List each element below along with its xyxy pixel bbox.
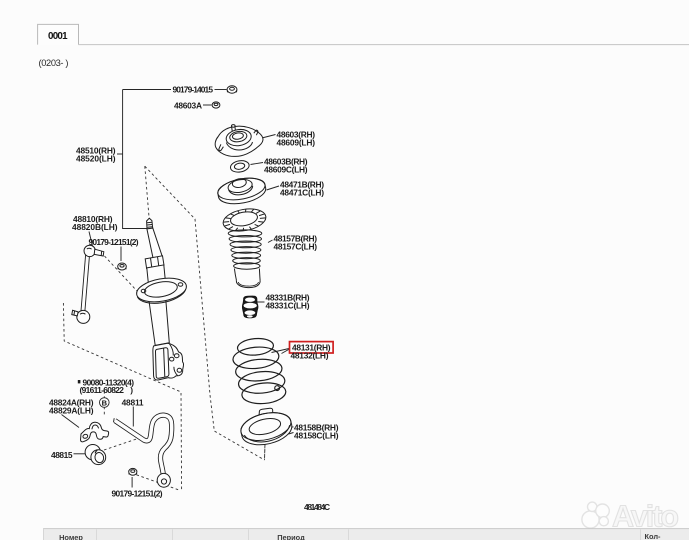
svg-text:48157B(RH): 48157B(RH) [274, 234, 318, 244]
svg-text:0001: 0001 [48, 31, 68, 42]
svg-text:90179-14015: 90179-14015 [173, 85, 214, 95]
svg-text:48157C(LH): 48157C(LH) [274, 242, 318, 252]
svg-text:48158C(LH): 48158C(LH) [294, 430, 339, 440]
svg-text:Номер: Номер [59, 533, 83, 540]
svg-text:48824A(RH): 48824A(RH) [49, 397, 94, 407]
svg-text:48132(LH): 48132(LH) [291, 351, 329, 361]
svg-text:48810(RH): 48810(RH) [73, 214, 113, 224]
svg-text:Кол-: Кол- [645, 532, 662, 540]
svg-text:48603A: 48603A [174, 100, 202, 110]
svg-text:481484C: 481484C [304, 502, 330, 512]
svg-text:90080-11320(4): 90080-11320(4) [83, 377, 135, 387]
svg-text:48609C(LH): 48609C(LH) [264, 164, 308, 174]
svg-text:48829A(LH): 48829A(LH) [49, 405, 94, 415]
svg-text:48471B(RH): 48471B(RH) [280, 180, 324, 190]
svg-text:48520(LH): 48520(LH) [76, 153, 116, 163]
svg-text:48471C(LH): 48471C(LH) [280, 188, 324, 198]
svg-text:48811: 48811 [122, 397, 144, 407]
svg-text:48603(RH): 48603(RH) [277, 129, 316, 139]
svg-text:90179-12151(2): 90179-12151(2) [89, 237, 139, 247]
svg-text:(0203- ): (0203- ) [39, 58, 69, 68]
svg-text:48609(LH): 48609(LH) [277, 137, 316, 147]
svg-text:48815: 48815 [51, 450, 73, 460]
svg-text:48820B(LH): 48820B(LH) [72, 222, 118, 232]
svg-text:48158B(RH): 48158B(RH) [294, 422, 339, 432]
svg-text:48331B(RH): 48331B(RH) [266, 292, 310, 302]
svg-text:48603B(RH): 48603B(RH) [264, 157, 308, 167]
svg-text:48131(RH): 48131(RH) [292, 343, 331, 353]
svg-text:48510(RH): 48510(RH) [76, 145, 116, 155]
svg-text:Период: Период [277, 533, 305, 540]
svg-text:B: B [102, 399, 108, 408]
svg-text:90179-12151(2): 90179-12151(2) [112, 488, 163, 498]
svg-text:(91611-60822 ): (91611-60822 ) [80, 385, 134, 395]
svg-text:48331C(LH): 48331C(LH) [266, 300, 310, 310]
